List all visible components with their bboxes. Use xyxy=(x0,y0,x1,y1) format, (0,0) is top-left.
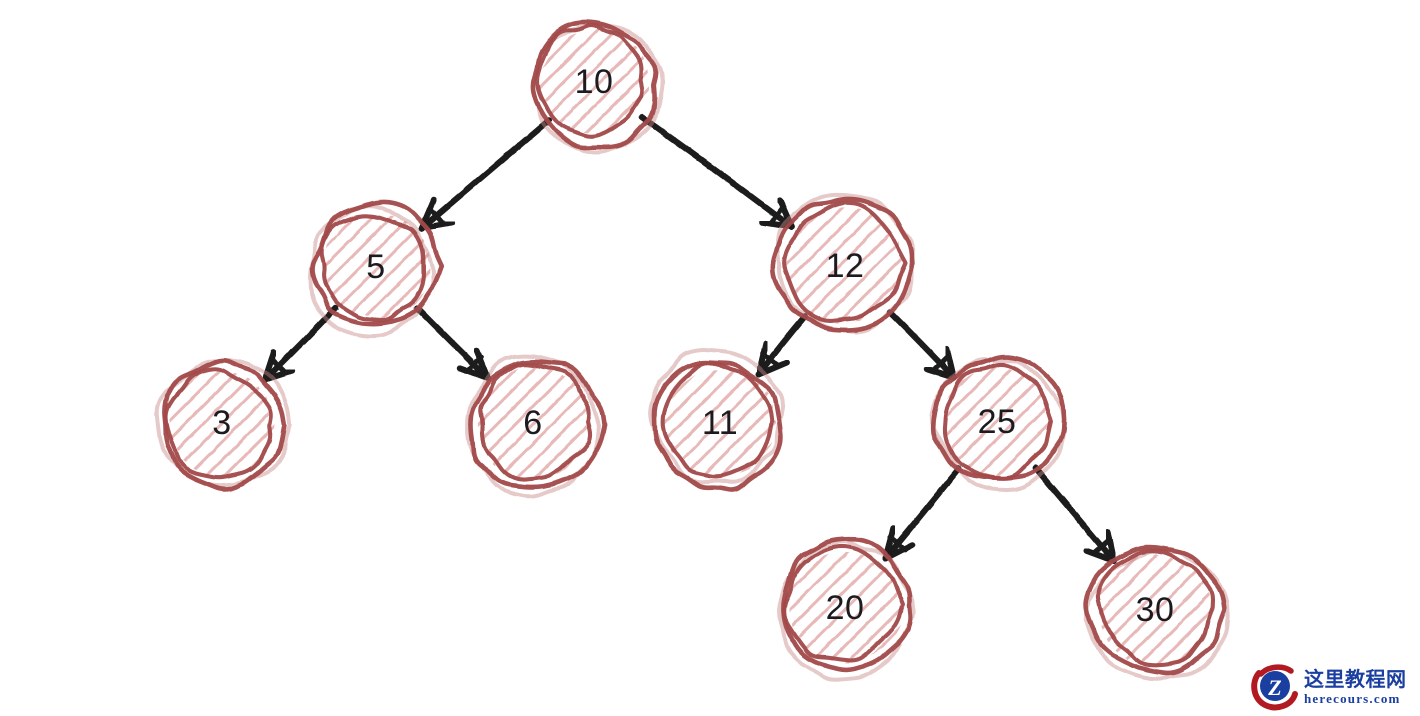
node-outline-ghost xyxy=(777,539,917,682)
tree-node-12[interactable] xyxy=(770,192,916,334)
tree-node-30[interactable] xyxy=(1083,544,1231,681)
node-fill xyxy=(169,368,275,478)
node-outline xyxy=(531,19,659,150)
tree-node-5[interactable] xyxy=(308,199,445,339)
edge-line xyxy=(418,117,552,232)
edge-layer xyxy=(261,113,1117,564)
node-fill xyxy=(477,365,590,479)
edge-line xyxy=(414,304,491,381)
node-outline-ghost xyxy=(155,358,292,488)
edge-arrowhead-cross xyxy=(887,534,908,553)
herecours-logo-icon: Z xyxy=(1250,663,1300,711)
node-outline xyxy=(535,23,645,138)
edge-line xyxy=(261,305,339,383)
node-outline xyxy=(930,354,1067,481)
node-fill xyxy=(785,207,905,324)
svg-text:Z: Z xyxy=(1267,675,1281,700)
watermark-title-en: herecours.com xyxy=(1304,691,1401,706)
tree-edge-10-to-12 xyxy=(638,113,795,230)
node-outline xyxy=(162,358,287,492)
tree-node-25[interactable] xyxy=(929,354,1067,493)
node-fill xyxy=(322,215,431,319)
node-outline xyxy=(942,362,1054,481)
node-outline xyxy=(782,544,905,663)
node-fill xyxy=(789,551,902,664)
node-outline xyxy=(320,213,426,323)
edge-arrowhead xyxy=(473,347,491,381)
node-outline xyxy=(770,196,915,333)
edge-line xyxy=(1032,464,1117,564)
edge-arrowhead-cross xyxy=(1091,537,1112,556)
edge-arrowhead xyxy=(1083,547,1117,564)
watermark-title-cn: 这里教程网 xyxy=(1304,667,1407,691)
tree-edge-5-to-6 xyxy=(414,304,491,381)
edge-arrowhead-cross xyxy=(760,350,781,369)
node-outline xyxy=(652,360,784,493)
edge-arrowhead xyxy=(1104,529,1117,564)
edge-arrowhead-cross xyxy=(464,354,484,374)
watermark-text: 这里教程网 herecours.com xyxy=(1304,669,1407,705)
node-layer xyxy=(155,19,1231,682)
tree-node-20[interactable] xyxy=(777,536,917,682)
edge-line xyxy=(886,308,957,381)
node-fill xyxy=(664,370,777,476)
node-fill xyxy=(943,365,1052,478)
tree-edge-12-to-25 xyxy=(886,308,957,381)
node-outline xyxy=(478,362,593,482)
node-outline xyxy=(310,199,445,327)
tree-edge-25-to-30 xyxy=(1032,464,1117,564)
tree-node-6[interactable] xyxy=(465,354,607,499)
node-outline xyxy=(1095,548,1216,668)
tree-node-10[interactable] xyxy=(531,19,665,155)
node-outline xyxy=(468,359,607,490)
tree-edge-5-to-3 xyxy=(261,305,339,383)
tree-edge-25-to-20 xyxy=(882,465,962,562)
edge-arrowhead xyxy=(943,345,957,381)
edge-arrowhead-cross xyxy=(930,354,950,374)
watermark: Z 这里教程网 herecours.com xyxy=(1250,662,1414,712)
node-outline xyxy=(660,361,774,479)
edge-line xyxy=(882,465,962,562)
node-fill xyxy=(1098,554,1212,666)
node-outline xyxy=(782,200,908,323)
tree-node-11[interactable] xyxy=(648,347,785,493)
edge-arrowhead-cross xyxy=(268,356,288,376)
edge-arrowhead-cross xyxy=(767,205,785,227)
tree-edge-10-to-5 xyxy=(418,117,552,232)
edge-line xyxy=(638,113,795,230)
node-outline xyxy=(1083,544,1228,676)
node-outline-ghost xyxy=(308,203,436,339)
edge-arrowhead xyxy=(456,364,491,381)
node-fill xyxy=(538,28,650,135)
node-outline xyxy=(163,366,273,480)
tree-edge-12-to-11 xyxy=(755,313,809,378)
edge-arrowhead-cross xyxy=(427,205,446,226)
tree-node-3[interactable] xyxy=(155,358,292,492)
